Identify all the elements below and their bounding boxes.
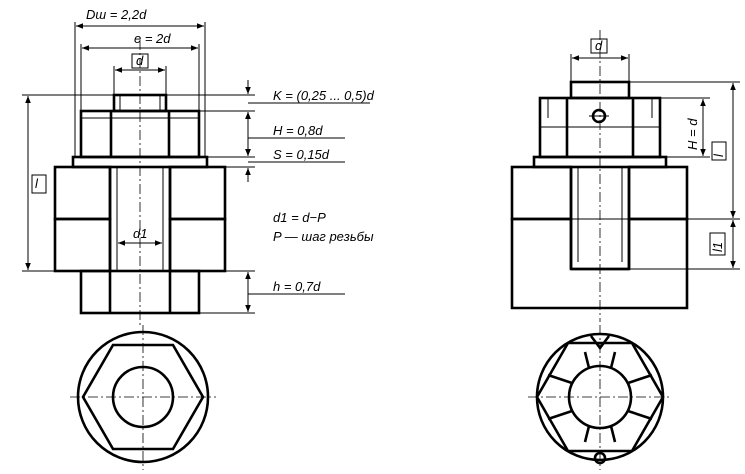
- label-washer-thickness: S = 0,15d: [273, 147, 330, 162]
- castle-slots: [547, 351, 653, 443]
- label-thread-left: d: [136, 53, 144, 68]
- label-thread-right: d: [595, 38, 603, 53]
- left-plan-view: [70, 325, 216, 470]
- dim-nut-across-corners: [80, 44, 200, 111]
- label-chamfer: K = (0,25 ... 0,5)d: [273, 88, 375, 103]
- label-length-right: l: [711, 153, 726, 157]
- label-length-left: l: [35, 176, 39, 191]
- dim-engagement: [629, 220, 740, 270]
- label-hole-diameter: d1: [133, 226, 147, 241]
- right-assembly-view: d H = d l l1: [510, 30, 740, 470]
- dim-length-right: [629, 81, 740, 220]
- dim-length-left: [22, 94, 114, 272]
- left-assembly-view: Dш = 2,2d e = 2d d l d1: [22, 7, 375, 470]
- label-bottom-height: h = 0,7d: [273, 279, 321, 294]
- dim-thread-right: [570, 38, 630, 82]
- right-base-part: [510, 217, 689, 310]
- right-stud-body: [512, 167, 687, 271]
- label-engagement: l1: [710, 242, 725, 252]
- label-nut-across-corners: e = 2d: [134, 31, 171, 46]
- left-stud-body: [108, 167, 172, 271]
- label-washer-diameter: Dш = 2,2d: [86, 7, 147, 22]
- right-upper-plate: [510, 165, 689, 221]
- dim-thread-left: [113, 53, 167, 95]
- dim-bottom-height: [199, 270, 345, 314]
- note-pitch: P — шаг резьбы: [273, 229, 374, 244]
- right-plan-view: [528, 325, 672, 470]
- label-nut-height: H = 0,8d: [273, 123, 323, 138]
- note-d1-formula: d1 = d−P: [273, 210, 326, 225]
- dim-washer-thickness: [207, 144, 345, 182]
- label-nut-height-right: H = d: [685, 118, 700, 150]
- dim-washer-diameter: [74, 22, 206, 157]
- right-cotter-pin: [589, 108, 609, 124]
- dim-nut-height-right: [660, 97, 710, 158]
